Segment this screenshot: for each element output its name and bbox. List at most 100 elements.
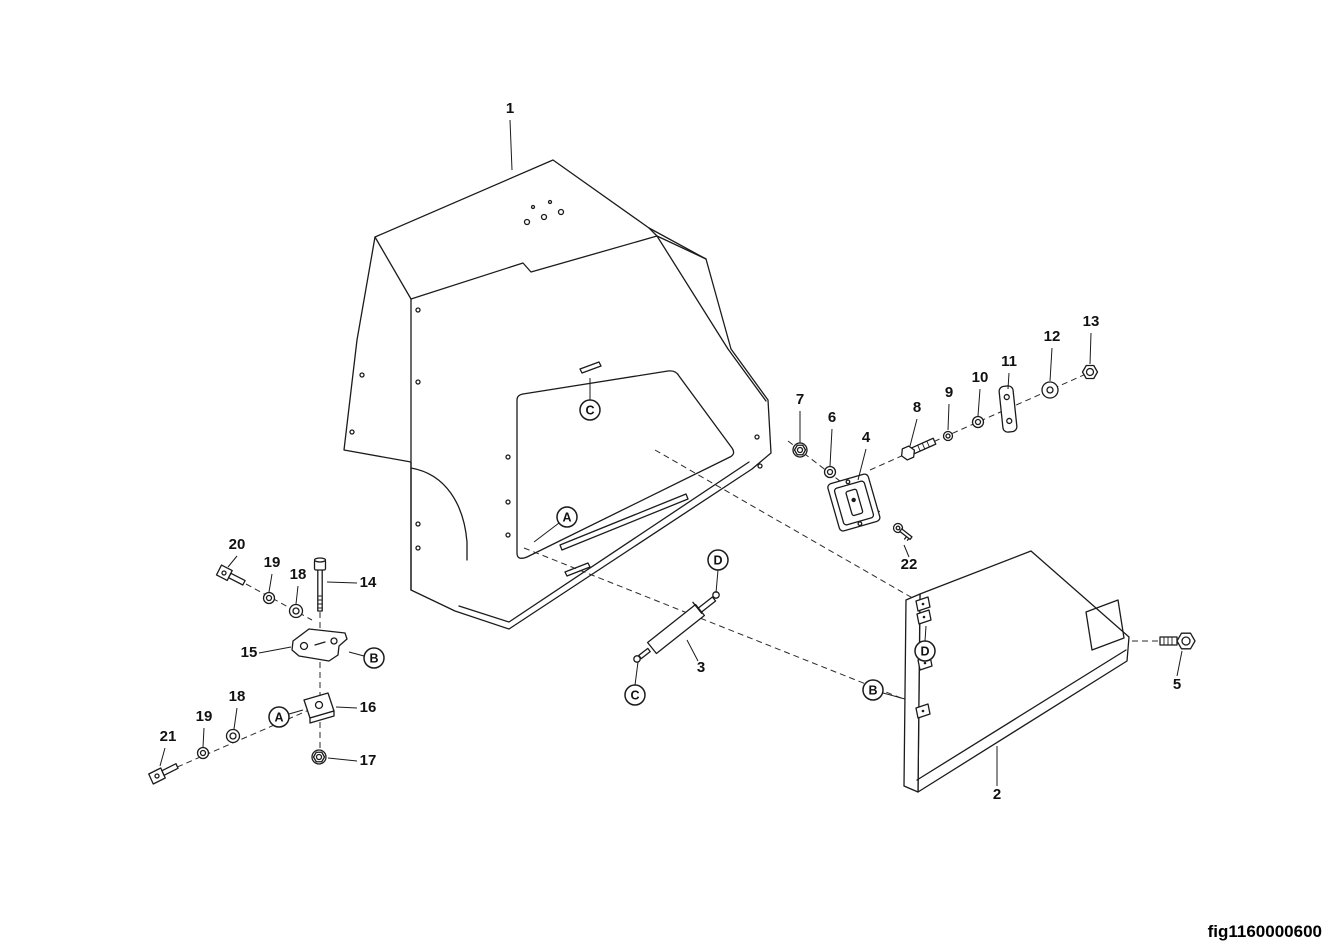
- washer-part-9: [942, 430, 954, 442]
- key-part-22: [892, 522, 913, 541]
- callout-14: 14: [360, 574, 377, 591]
- callout-leader-16: [335, 706, 358, 709]
- view-marker-B: B: [363, 647, 385, 669]
- latch-keyhole: [851, 497, 856, 503]
- hex-nut-part-13: [1081, 364, 1099, 380]
- flanged-nut-part-17: [311, 749, 327, 765]
- callout-3: 3: [697, 659, 705, 676]
- marker-leader-D: [924, 625, 927, 642]
- callout-5: 5: [1173, 676, 1181, 693]
- view-marker-C: C: [579, 399, 601, 421]
- marker-letter-C: C: [630, 689, 639, 703]
- callout-leader-18: [233, 707, 238, 730]
- callout-13: 13: [1083, 313, 1100, 330]
- rear-panel-part-1: [343, 159, 772, 630]
- callout-18: 18: [229, 688, 246, 705]
- marker-leader-C: [634, 661, 639, 686]
- callout-22: 22: [901, 556, 918, 573]
- callout-leader-15: [258, 646, 292, 654]
- callout-leader-3: [686, 639, 699, 662]
- gas-strut-part-3: [633, 591, 720, 663]
- hex-bolt-part-8: [900, 437, 937, 461]
- marker-circle-B: [363, 647, 385, 669]
- marker-circle-B: [862, 679, 884, 701]
- callout-11: 11: [1001, 353, 1017, 370]
- callout-leader-5: [1176, 650, 1183, 677]
- callout-leader-13: [1089, 332, 1092, 365]
- view-marker-A: A: [556, 506, 578, 528]
- marker-letter-B: B: [868, 684, 877, 698]
- view-marker-D: D: [707, 549, 729, 571]
- callout-18: 18: [290, 566, 307, 583]
- marker-circle-D: [914, 640, 936, 662]
- callout-leader-19: [202, 727, 205, 748]
- callout-21: 21: [160, 728, 177, 745]
- callout-leader-4: [857, 448, 867, 481]
- washer-part-12: [1041, 381, 1059, 399]
- flanged-nut-part-7: [792, 442, 808, 458]
- callout-leader-21: [159, 747, 166, 767]
- marker-circle-C: [624, 684, 646, 706]
- marker-letter-D: D: [920, 645, 929, 659]
- callout-leader-9: [947, 403, 950, 431]
- callout-10: 10: [972, 369, 989, 386]
- door-latch-part-4: [827, 473, 881, 532]
- mounting-plate-part-11: [998, 385, 1018, 433]
- view-marker-D: D: [914, 640, 936, 662]
- callout-leader-14: [326, 581, 358, 584]
- latch-handle: [845, 488, 864, 517]
- washer-part-6: [823, 465, 837, 479]
- marker-leader-B: [348, 651, 365, 657]
- callout-leader-1: [509, 119, 513, 171]
- hinge-bracket-part-15: [291, 628, 348, 662]
- callout-leader-18: [295, 585, 299, 605]
- marker-circle-C: [579, 399, 601, 421]
- marker-letter-D: D: [713, 554, 722, 568]
- callout-4: 4: [862, 429, 871, 446]
- marker-leader-D: [715, 569, 719, 594]
- hex-bolt-part-5: [1159, 632, 1196, 650]
- marker-circle-D: [707, 549, 729, 571]
- callout-8: 8: [913, 399, 921, 416]
- callout-leader-8: [909, 418, 918, 447]
- callout-leader-12: [1049, 347, 1053, 382]
- figure-id: fig1160000600: [1208, 922, 1322, 941]
- marker-leader-A: [288, 709, 304, 715]
- callout-19: 19: [196, 708, 213, 725]
- marker-leader-A: [533, 522, 560, 543]
- callout-leader-6: [829, 428, 833, 467]
- marker-circle-A: [556, 506, 578, 528]
- callout-leader-20: [227, 555, 238, 568]
- hinge-block-part-16: [303, 692, 335, 724]
- callout-leader-11: [1007, 372, 1010, 390]
- marker-letter-A: A: [562, 511, 571, 525]
- washer-part-19-upper: [262, 591, 276, 605]
- washer-part-10: [971, 415, 985, 429]
- hinge-bolt-part-14: [313, 557, 327, 612]
- callout-12: 12: [1044, 328, 1061, 345]
- callout-19: 19: [264, 554, 281, 571]
- view-marker-A: A: [268, 706, 290, 728]
- socket-bolt-part-20: [215, 564, 246, 586]
- marker-letter-C: C: [585, 404, 594, 418]
- callout-9: 9: [945, 384, 953, 401]
- callout-leader-17: [327, 757, 358, 762]
- view-marker-C: C: [624, 684, 646, 706]
- callout-6: 6: [828, 409, 836, 426]
- marker-leader-B: [882, 692, 906, 700]
- door-panel-part-2: [903, 550, 1130, 793]
- callout-7: 7: [796, 391, 804, 408]
- strut-bottom-stud: [633, 655, 641, 663]
- callout-leader-22: [903, 544, 910, 558]
- callout-17: 17: [360, 752, 377, 769]
- callout-leader-19: [268, 573, 273, 593]
- marker-letter-B: B: [369, 652, 378, 666]
- washer-part-18-upper: [288, 603, 304, 619]
- callout-1: 1: [506, 100, 514, 117]
- washer-part-18-lower: [225, 728, 241, 744]
- callout-15: 15: [241, 644, 258, 661]
- washer-part-19-lower: [196, 746, 210, 760]
- callout-16: 16: [360, 699, 377, 716]
- view-marker-B: B: [862, 679, 884, 701]
